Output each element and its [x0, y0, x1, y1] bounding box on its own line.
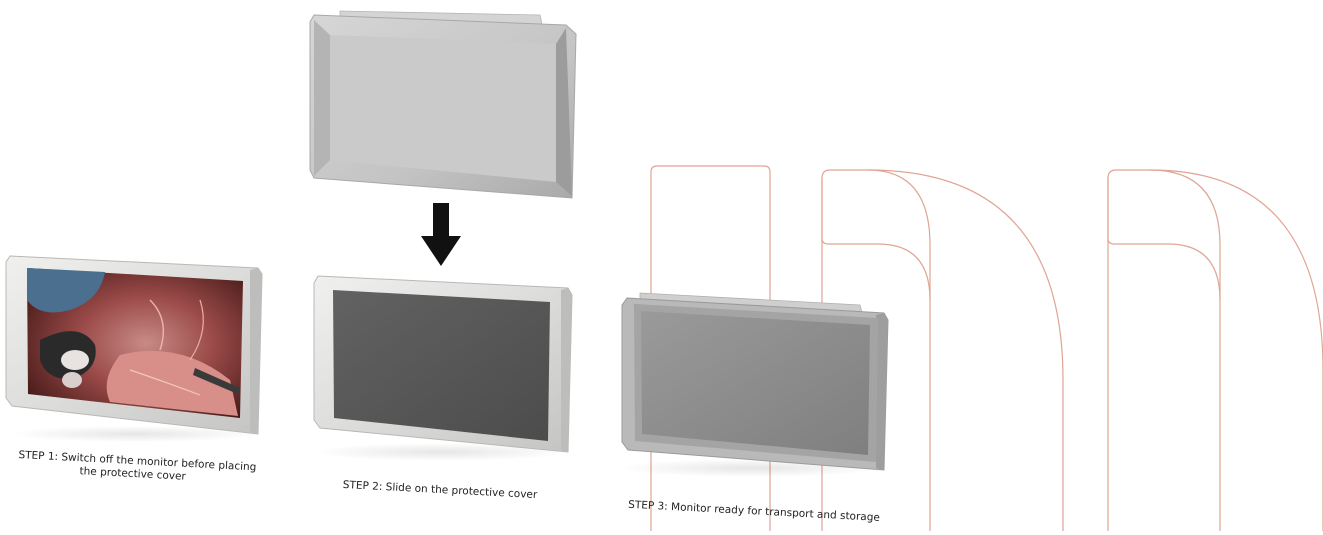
step1-monitor — [6, 256, 262, 442]
down-arrow-icon — [421, 203, 461, 266]
step3-monitor — [617, 293, 888, 477]
protective-cover — [310, 11, 576, 198]
step2-monitor — [312, 276, 572, 461]
